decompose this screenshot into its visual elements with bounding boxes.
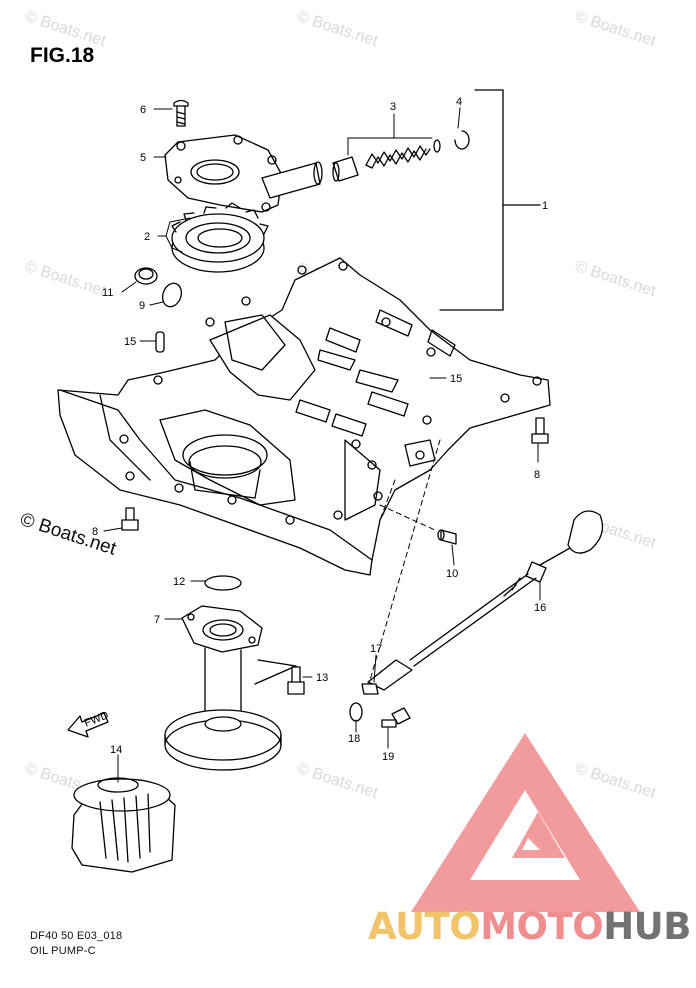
bolt-part-13 [287, 666, 305, 695]
fwd-arrow-icon [67, 712, 109, 738]
screw-part-6 [173, 99, 189, 127]
figure-code: DF40 50 E03_018 [30, 930, 123, 942]
figure-title: FIG.18 [30, 44, 95, 67]
brand-logo: AUTOMOTOHUB [368, 905, 691, 948]
bolt-part-8 [121, 417, 549, 531]
callout-9: 9 [139, 300, 145, 312]
callout-8b: 8 [92, 526, 98, 538]
callout-15a: 15 [124, 336, 136, 348]
o-ring-part-9 [161, 282, 183, 308]
brand-hub: HUB [603, 905, 691, 948]
callout-17: 17 [370, 643, 382, 655]
bracket-part-1 [439, 89, 541, 311]
o-ring-part-12 [204, 575, 242, 591]
callout-3: 3 [390, 101, 396, 113]
callout-labels: 1 2 3 4 5 6 7 8 8 9 10 11 12 13 14 15 15… [92, 96, 548, 763]
guide-tube-part-17 [361, 659, 413, 695]
brand-moto: MOTO [480, 905, 604, 948]
callout-15b: 15 [450, 373, 462, 385]
bolt-part-19 [381, 707, 411, 728]
o-ring-part-18 [349, 702, 363, 722]
callout-16: 16 [534, 602, 546, 614]
plug-part-11 [134, 267, 158, 285]
callout-2: 2 [144, 231, 150, 243]
brand-auto: AUTO [368, 905, 481, 948]
callout-7: 7 [154, 614, 160, 626]
callout-4: 4 [456, 96, 462, 108]
callout-6: 6 [140, 104, 146, 116]
plug-part-10 [437, 529, 457, 545]
callout-18: 18 [348, 733, 360, 745]
pump-cover-part-5 [164, 134, 323, 213]
oil-filter-part-14 [71, 777, 176, 873]
dipstick-part-16 [409, 510, 604, 667]
callout-5: 5 [140, 152, 146, 164]
callout-19: 19 [382, 751, 394, 763]
callout-13: 13 [316, 672, 328, 684]
logo-triangle [411, 733, 640, 912]
oil-pan-housing [57, 257, 551, 576]
callout-8a: 8 [534, 469, 540, 481]
rotor-part-2 [171, 202, 269, 273]
callout-10: 10 [446, 568, 458, 580]
callout-1: 1 [542, 200, 548, 212]
callout-14: 14 [110, 744, 122, 756]
figure-caption: OIL PUMP-C [30, 945, 96, 957]
strainer-part-7 [164, 605, 297, 771]
callout-12: 12 [173, 576, 185, 588]
relief-valve-part-3 [332, 139, 441, 182]
callout-11: 11 [102, 287, 113, 299]
circlip-part-4 [454, 130, 470, 150]
